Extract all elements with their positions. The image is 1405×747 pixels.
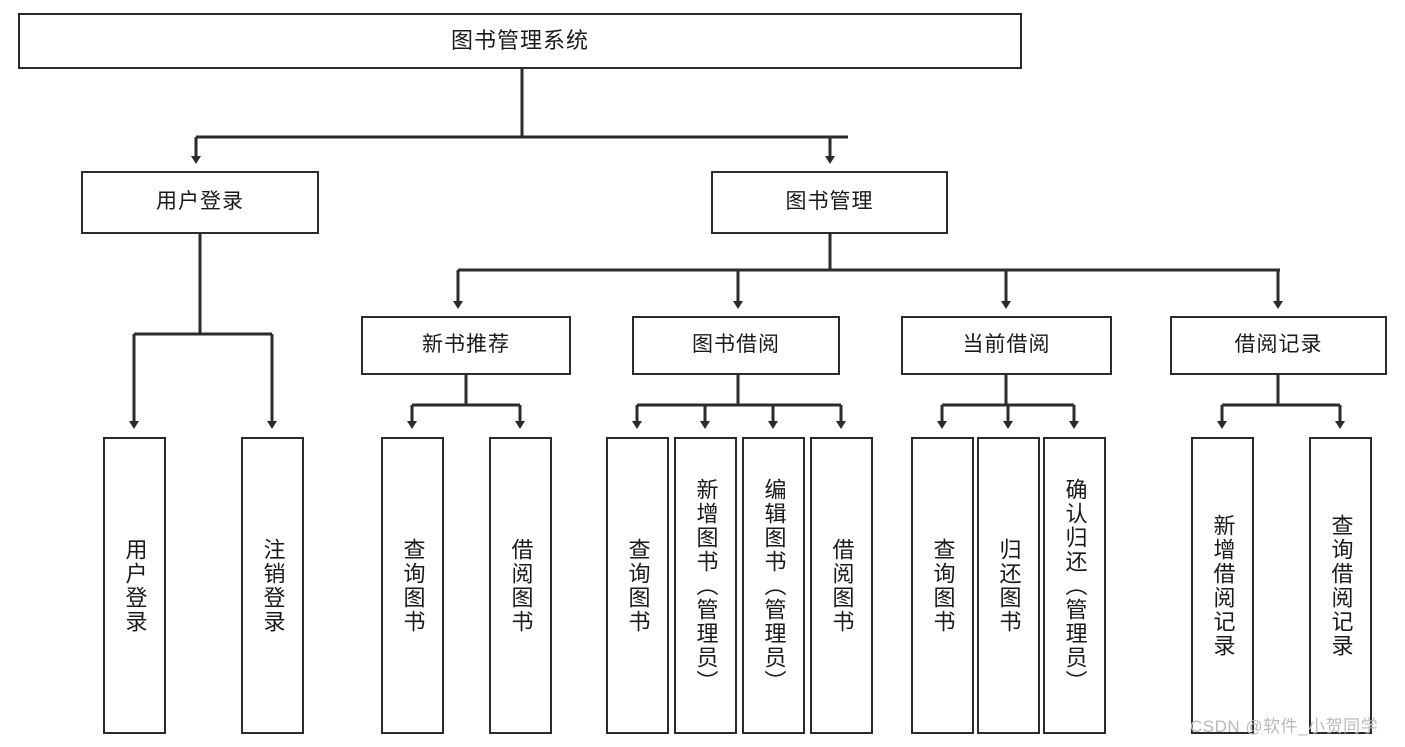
- node-label: 借阅记录: [1234, 333, 1323, 357]
- node-label: 查询图书: [400, 537, 426, 634]
- node-label: 归还图书: [996, 537, 1022, 634]
- node-book-management[interactable]: 图书管理: [711, 171, 948, 234]
- node-label: 图书借阅: [692, 333, 780, 357]
- node-borrow-records[interactable]: 借阅记录: [1170, 316, 1387, 375]
- node-label: 注销登录: [260, 537, 286, 634]
- node-label: 新增借阅记录: [1210, 513, 1236, 658]
- node-label: 查询图书: [930, 537, 956, 634]
- leaf-confirm-return-admin[interactable]: 确认归还（管理员）: [1043, 437, 1106, 734]
- leaf-add-book-admin[interactable]: 新增图书（管理员）: [674, 437, 737, 734]
- leaf-logout[interactable]: 注销登录: [241, 437, 304, 734]
- node-root-system[interactable]: 图书管理系统: [18, 13, 1022, 69]
- node-new-book-recommend[interactable]: 新书推荐: [361, 316, 571, 375]
- node-label: 编辑图书（管理员）: [761, 477, 787, 694]
- leaf-add-borrow-record[interactable]: 新增借阅记录: [1191, 437, 1254, 734]
- node-label: 确认归还（管理员）: [1062, 477, 1088, 694]
- node-current-borrow[interactable]: 当前借阅: [901, 316, 1112, 375]
- leaf-search-borrow-record[interactable]: 查询借阅记录: [1309, 437, 1372, 734]
- leaf-borrow-book[interactable]: 借阅图书: [810, 437, 873, 734]
- leaf-search-book-new[interactable]: 查询图书: [381, 437, 444, 734]
- leaf-search-book-current[interactable]: 查询图书: [911, 437, 974, 734]
- node-label: 查询借阅记录: [1328, 513, 1354, 658]
- leaf-return-book[interactable]: 归还图书: [977, 437, 1040, 734]
- node-label: 借阅图书: [508, 537, 534, 634]
- node-label: 用户登录: [156, 190, 244, 214]
- leaf-user-login[interactable]: 用户登录: [103, 437, 166, 734]
- node-label: 图书管理: [785, 190, 874, 214]
- node-label: 查询图书: [625, 537, 651, 634]
- node-book-borrow[interactable]: 图书借阅: [632, 316, 840, 375]
- leaf-search-book-borrow[interactable]: 查询图书: [606, 437, 669, 734]
- node-label: 借阅图书: [829, 537, 855, 634]
- node-label: 图书管理系统: [450, 28, 589, 54]
- leaf-borrow-book-new[interactable]: 借阅图书: [489, 437, 552, 734]
- leaf-edit-book-admin[interactable]: 编辑图书（管理员）: [742, 437, 805, 734]
- node-label: 新书推荐: [422, 333, 510, 357]
- node-label: 用户登录: [122, 537, 148, 634]
- watermark-text: CSDN @软件_小贺同学: [1190, 717, 1379, 736]
- node-label: 当前借阅: [962, 333, 1051, 357]
- node-label: 新增图书（管理员）: [693, 477, 719, 694]
- node-user-login[interactable]: 用户登录: [81, 171, 319, 234]
